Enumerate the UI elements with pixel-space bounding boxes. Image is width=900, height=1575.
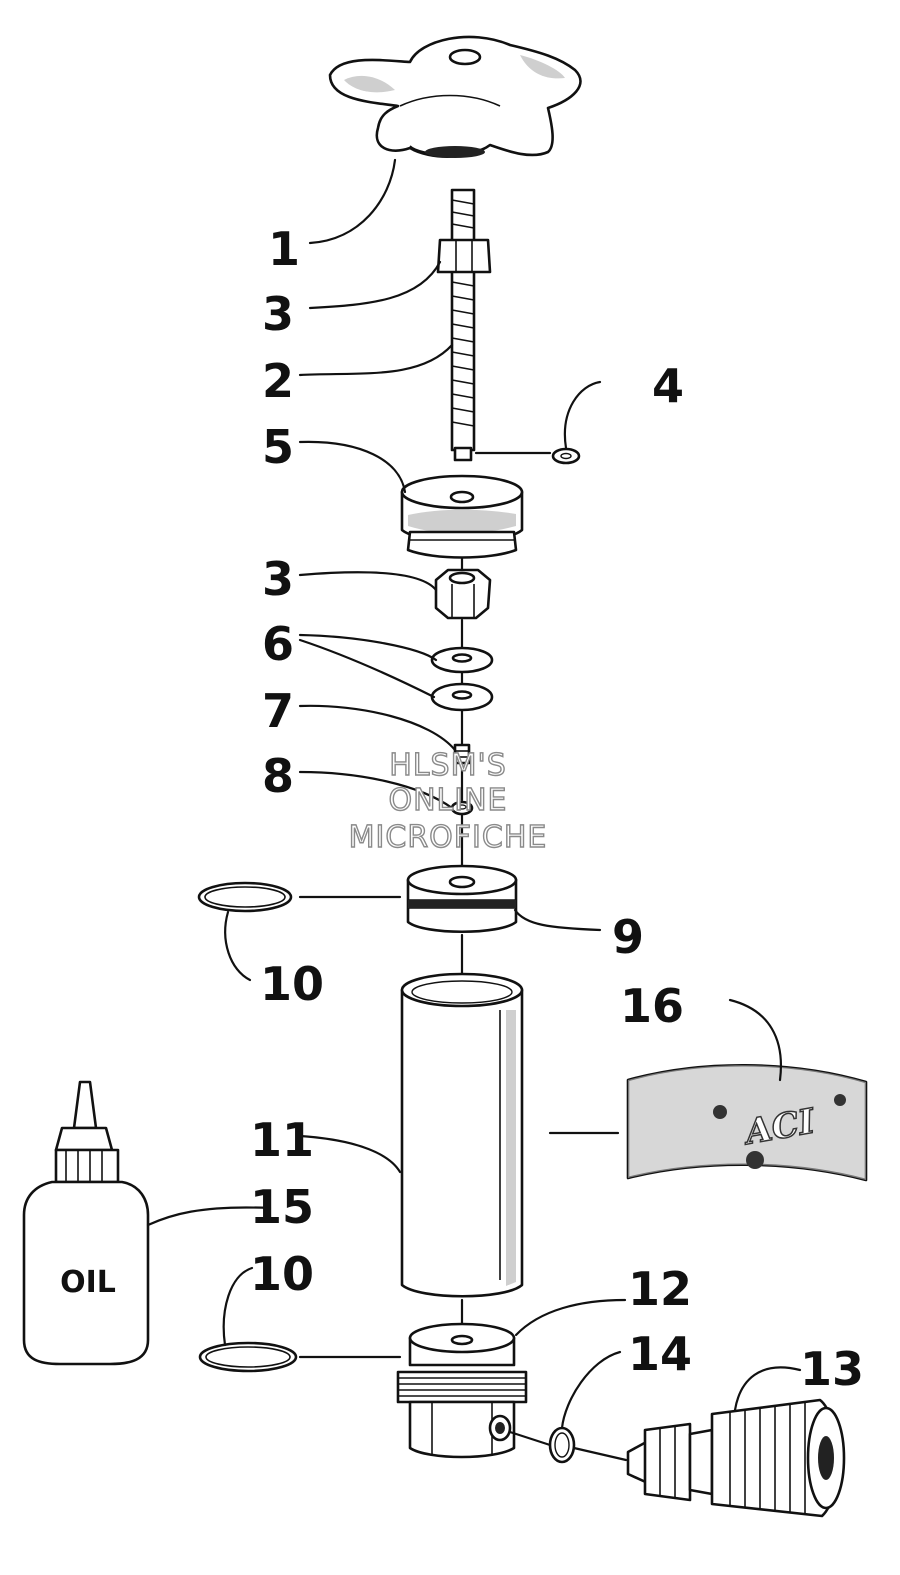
washer-upper-part	[430, 646, 494, 674]
valve-spring-part	[453, 743, 471, 765]
callout-11: 11	[250, 1113, 314, 1167]
callout-2: 2	[262, 354, 294, 408]
callout-7: 7	[262, 684, 294, 738]
callout-9: 9	[612, 910, 644, 964]
watermark-line-3: MICROFICHE	[349, 820, 548, 855]
leader-lines	[146, 158, 802, 1462]
watermark-line-2: ONLINE	[388, 783, 507, 818]
callout-10-upper: 10	[260, 957, 324, 1011]
cylinder-tube-part	[400, 972, 524, 1298]
callout-3-lower: 3	[262, 552, 294, 606]
e-clip-part	[551, 447, 581, 465]
callout-14: 14	[628, 1327, 692, 1381]
oil-bottle-part: OIL	[22, 1080, 150, 1366]
callout-6: 6	[262, 617, 294, 671]
threaded-rod-part	[450, 188, 476, 462]
callout-12: 12	[628, 1262, 692, 1316]
callout-13: 13	[800, 1342, 864, 1396]
o-ring-lower-part	[198, 1341, 298, 1373]
star-knob-part	[328, 35, 582, 158]
quick-coupler-part	[626, 1398, 846, 1518]
callout-labels: 1 3 2 4 5 3 6 7 8 9 10 16 11 15 10 12 14…	[250, 222, 864, 1396]
oil-label: OIL	[60, 1265, 116, 1300]
o-ring-upper-part	[197, 881, 293, 913]
callout-16: 16	[620, 979, 684, 1033]
fitting-o-ring-part	[548, 1426, 576, 1464]
callout-15: 15	[250, 1180, 314, 1234]
callout-5: 5	[262, 420, 294, 474]
watermark-line-1: HLSM'S	[389, 748, 507, 783]
callout-3-upper: 3	[262, 287, 294, 341]
jam-nut-upper-part	[436, 238, 492, 274]
callout-10-lower: 10	[250, 1247, 314, 1301]
washer-lower-part	[430, 682, 494, 712]
top-cap-part	[400, 474, 524, 559]
callout-1: 1	[268, 222, 300, 276]
hex-nut-lower-part	[434, 568, 492, 620]
watermark: HLSM'S ONLINE MICROFICHE	[348, 747, 548, 855]
callout-4: 4	[652, 359, 684, 413]
piston-part	[406, 864, 518, 933]
callout-8: 8	[262, 749, 294, 803]
base-fitting-part	[396, 1322, 528, 1459]
decal-part: ACI	[626, 1063, 868, 1182]
small-o-ring-part	[450, 800, 474, 816]
